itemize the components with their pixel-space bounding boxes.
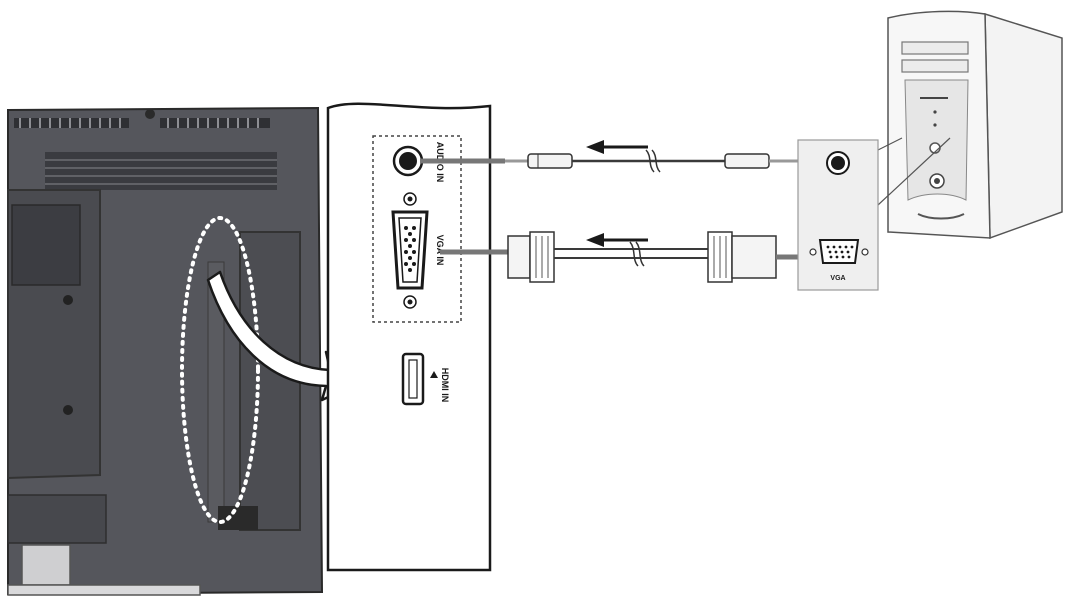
audio-vga-group bbox=[372, 135, 462, 323]
connector-panel: AUDIO IN VGA IN HDMI IN bbox=[326, 102, 492, 572]
grille-lines bbox=[45, 159, 277, 185]
audio-plug-right bbox=[724, 153, 770, 169]
vga-plug-right bbox=[707, 231, 798, 283]
pc-vga-port bbox=[809, 239, 869, 264]
top-vent-row bbox=[14, 118, 270, 128]
hdmi-in-label: HDMI IN bbox=[440, 368, 450, 403]
drive-bay-2 bbox=[901, 59, 969, 73]
stand-neck bbox=[21, 544, 71, 586]
side-connector-strip bbox=[239, 231, 301, 531]
stand-base bbox=[7, 584, 201, 596]
mount-screw-bottom bbox=[63, 405, 73, 415]
top-screw bbox=[145, 109, 155, 119]
vga-pins bbox=[404, 226, 416, 272]
audio-in-port bbox=[392, 145, 424, 177]
arrow-left-icon bbox=[586, 140, 648, 154]
vga-in-port bbox=[391, 192, 429, 309]
audio-cable bbox=[420, 149, 808, 173]
highlight-ellipse bbox=[180, 216, 260, 524]
front-panel bbox=[904, 79, 969, 201]
pc-connector-panel: VGA bbox=[797, 139, 879, 291]
drive-bay-1 bbox=[901, 41, 969, 55]
triangle-icon bbox=[430, 371, 438, 378]
vga-cable bbox=[440, 231, 798, 283]
bottom-connector bbox=[218, 506, 258, 530]
pc-audio-port bbox=[826, 151, 850, 175]
monitor-back bbox=[7, 106, 324, 596]
audio-plug-left bbox=[527, 153, 573, 169]
pc-tower bbox=[887, 10, 1063, 240]
pc-side bbox=[984, 12, 1063, 240]
top-vent-gaps bbox=[19, 118, 259, 128]
mount-screw-top bbox=[63, 295, 73, 305]
label-plate bbox=[11, 204, 81, 286]
vga-plug-left bbox=[507, 231, 555, 283]
hdmi-in-port bbox=[401, 352, 425, 406]
pc-vga-label: VGA bbox=[830, 275, 845, 282]
panel-outline bbox=[326, 102, 492, 572]
arrow-left-icon bbox=[586, 233, 648, 247]
bottom-plate bbox=[7, 494, 107, 544]
